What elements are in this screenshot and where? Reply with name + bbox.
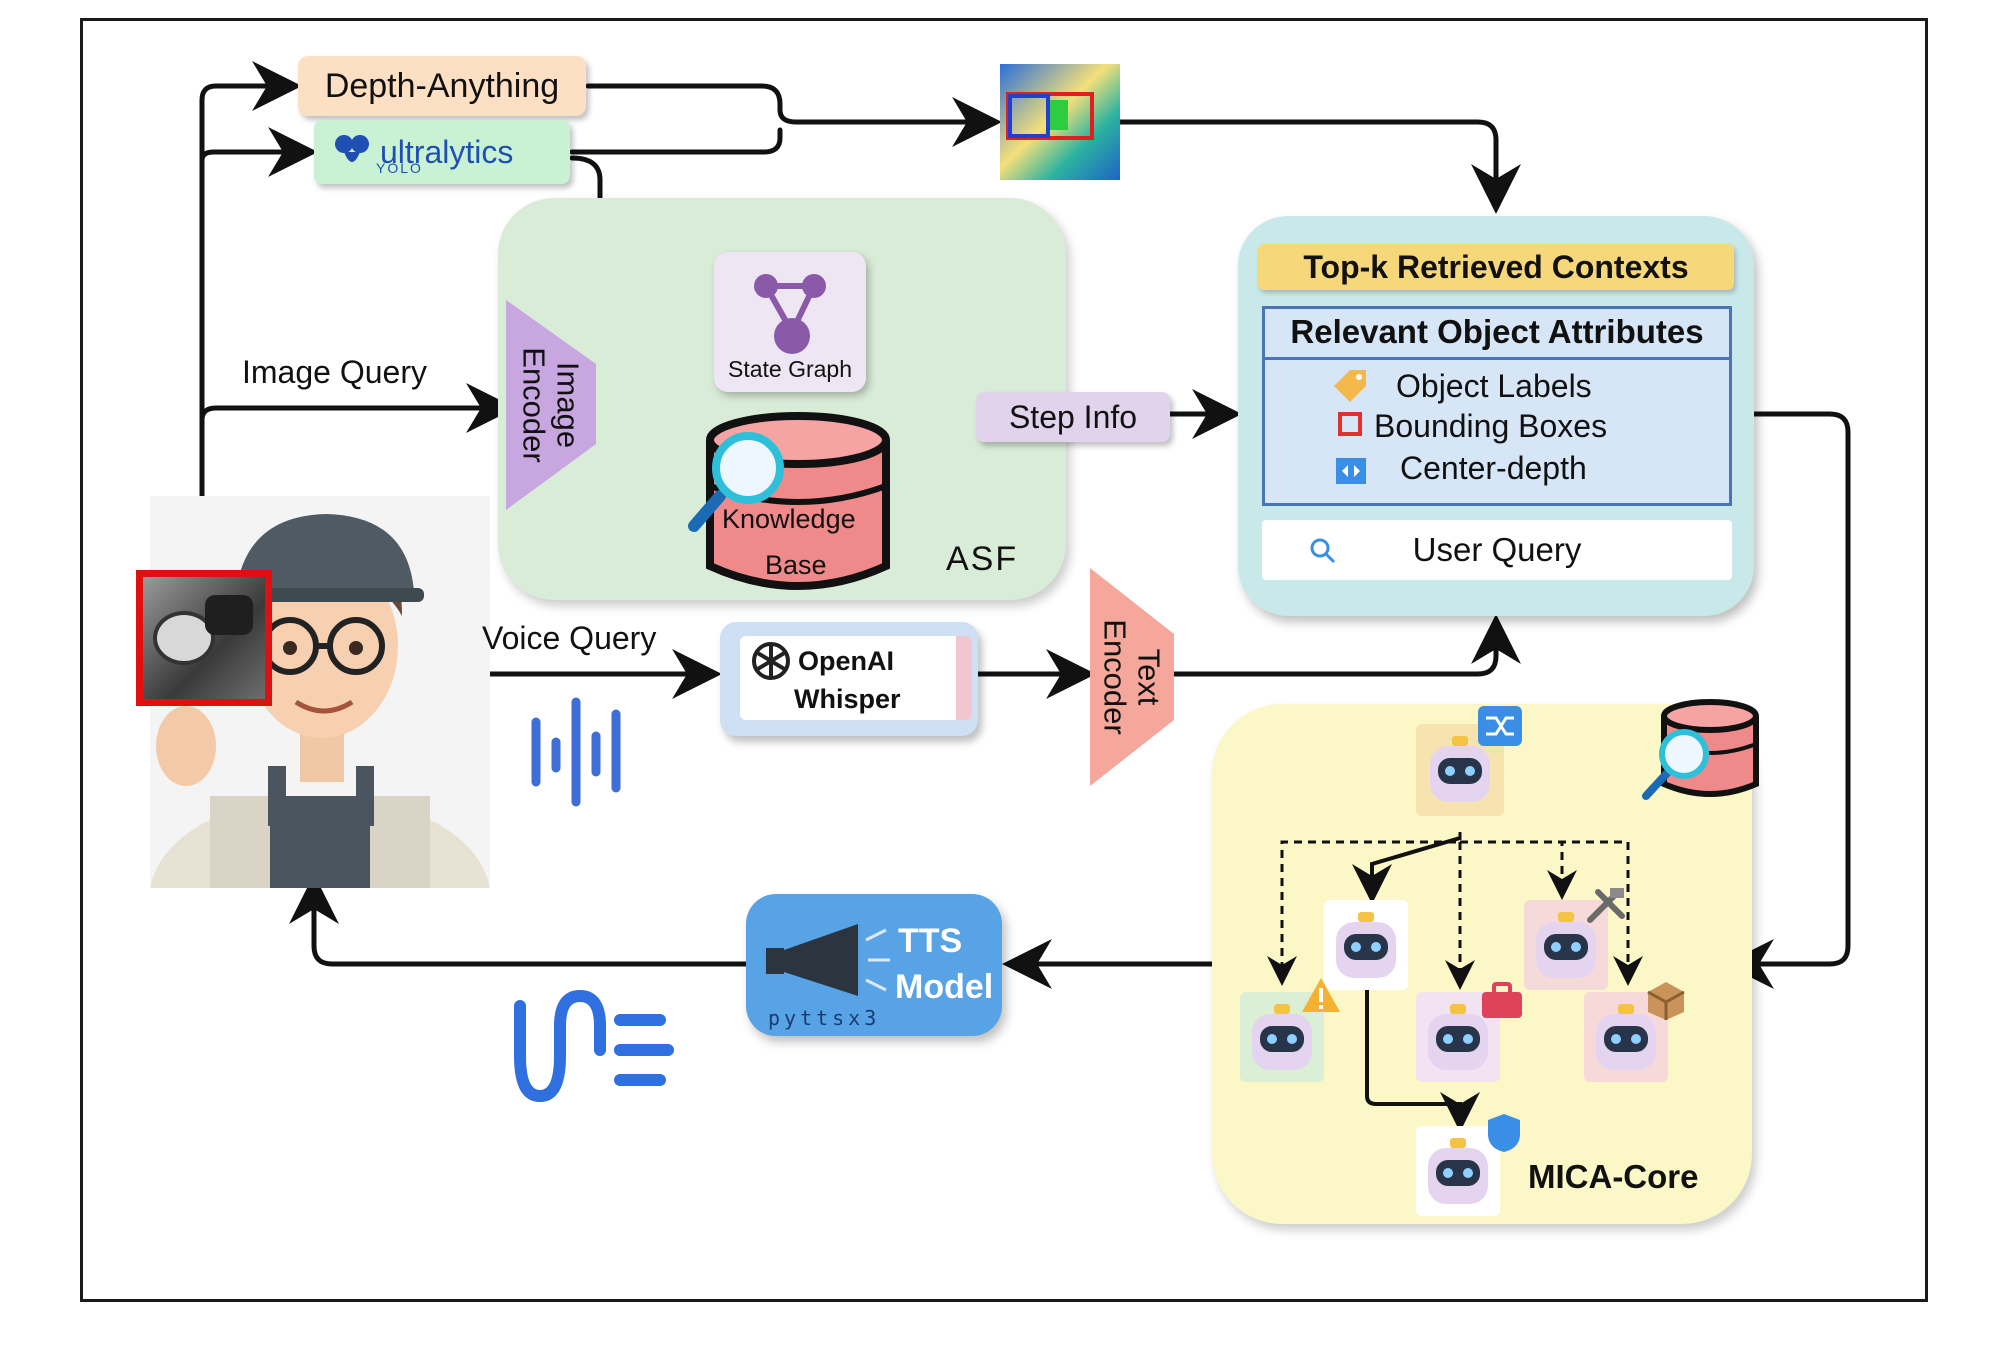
search-icon	[1310, 538, 1336, 564]
image-encoder-shape	[506, 300, 596, 510]
text-encoder-line1: Text	[1132, 648, 1167, 706]
whisper-label-1: OpenAI	[798, 646, 895, 676]
depth-arrows-icon	[1336, 458, 1366, 484]
top-k-header: Top-k Retrieved Contexts	[1258, 244, 1734, 290]
context-to-mica	[1724, 411, 1851, 989]
bounding-boxes-item: Bounding Boxes	[1374, 408, 1608, 444]
mica-core-label: MICA-Core	[1528, 1158, 1699, 1195]
step-info-label: Step Info	[1008, 398, 1138, 435]
depth-to-merge	[585, 83, 1002, 147]
shield-icon	[1488, 1114, 1520, 1152]
tts-label-1: TTS	[898, 922, 963, 960]
yolo-brand: ultralytics	[380, 134, 514, 170]
yolo-node: ultralytics YOLO	[314, 120, 570, 184]
image-encoder-line2: Encoder	[517, 347, 552, 463]
tts-to-person	[289, 874, 749, 967]
package-icon	[1647, 982, 1685, 1020]
tag-icon	[1334, 370, 1366, 402]
yolo-to-merge	[569, 127, 783, 155]
image-query-arrow	[199, 383, 516, 433]
openai-logo-icon	[752, 642, 790, 680]
preview-to-context	[1117, 119, 1521, 214]
robot-agent-icon	[1416, 992, 1500, 1082]
warning-icon	[1302, 978, 1340, 1012]
attributes-header-label: Relevant Object Attributes	[1290, 312, 1704, 350]
image-encoder-label: Image Encoder	[506, 294, 596, 516]
mica-connector-layer	[1267, 832, 1643, 1132]
tts-library-label: pyttsx3	[768, 1006, 881, 1030]
state-graph-node	[714, 252, 866, 392]
robot-agent-icon	[1240, 992, 1324, 1082]
whisper-label-2: Whisper	[794, 684, 901, 714]
figure-frame	[80, 18, 1928, 1302]
image-encoder-line1: Image	[551, 361, 586, 449]
magnifier-icon	[688, 432, 784, 532]
object-labels-item: Object Labels	[1396, 368, 1592, 404]
text-encoder-line2: Encoder	[1098, 619, 1133, 735]
asf-label: ASF	[946, 540, 1019, 578]
robot-agent-icon	[1584, 992, 1668, 1082]
yolo-sub: YOLO	[376, 160, 423, 176]
robot-agent-icon	[1324, 900, 1408, 990]
trunk-line	[199, 61, 302, 563]
held-object-photo	[136, 570, 272, 706]
center-depth-item: Center-depth	[1400, 450, 1587, 486]
knowledge-base-label-2: Base	[765, 550, 827, 580]
state-graph-label: State Graph	[727, 356, 853, 382]
to-yolo-line	[199, 127, 318, 177]
shuffle-icon	[1478, 706, 1522, 746]
tts-label-2: Model	[895, 968, 994, 1006]
detection-preview-icon	[1000, 64, 1120, 180]
sound-wave-icon	[531, 697, 621, 807]
megaphone-icon	[766, 924, 890, 996]
top-k-label: Top-k Retrieved Contexts	[1303, 248, 1689, 285]
text-encoder-label: Text Encoder	[1090, 568, 1174, 786]
tools-icon	[1587, 888, 1625, 923]
depth-anything-label: Depth-Anything	[324, 66, 560, 105]
robot-agent-icon	[1524, 900, 1608, 990]
attributes-header: Relevant Object Attributes	[1262, 306, 1732, 360]
user-query-label: User Query	[1412, 531, 1582, 568]
step-info-node: Step Info	[976, 392, 1170, 442]
bbox-icon	[1338, 412, 1362, 436]
robot-agent-icon	[1416, 724, 1504, 816]
user-avatar-icon	[150, 496, 490, 888]
text-encoder-shape	[1090, 568, 1174, 786]
robot-agent-icon	[1416, 1126, 1500, 1216]
output-wave-icon	[514, 989, 674, 1103]
whisper-card	[740, 636, 972, 720]
image-query-label: Image Query	[242, 354, 427, 390]
voice-query-label: Voice Query	[482, 620, 657, 656]
user-query-box: User Query	[1262, 520, 1732, 580]
encoder-to-userquery	[1165, 614, 1521, 677]
state-graph-icon	[754, 274, 826, 354]
database-icon	[1642, 699, 1759, 800]
ultralytics-logo-icon	[335, 135, 369, 162]
depth-anything-node: Depth-Anything	[298, 56, 586, 116]
toolbox-icon	[1482, 982, 1522, 1018]
knowledge-base-label-1: Knowledge	[722, 504, 856, 534]
